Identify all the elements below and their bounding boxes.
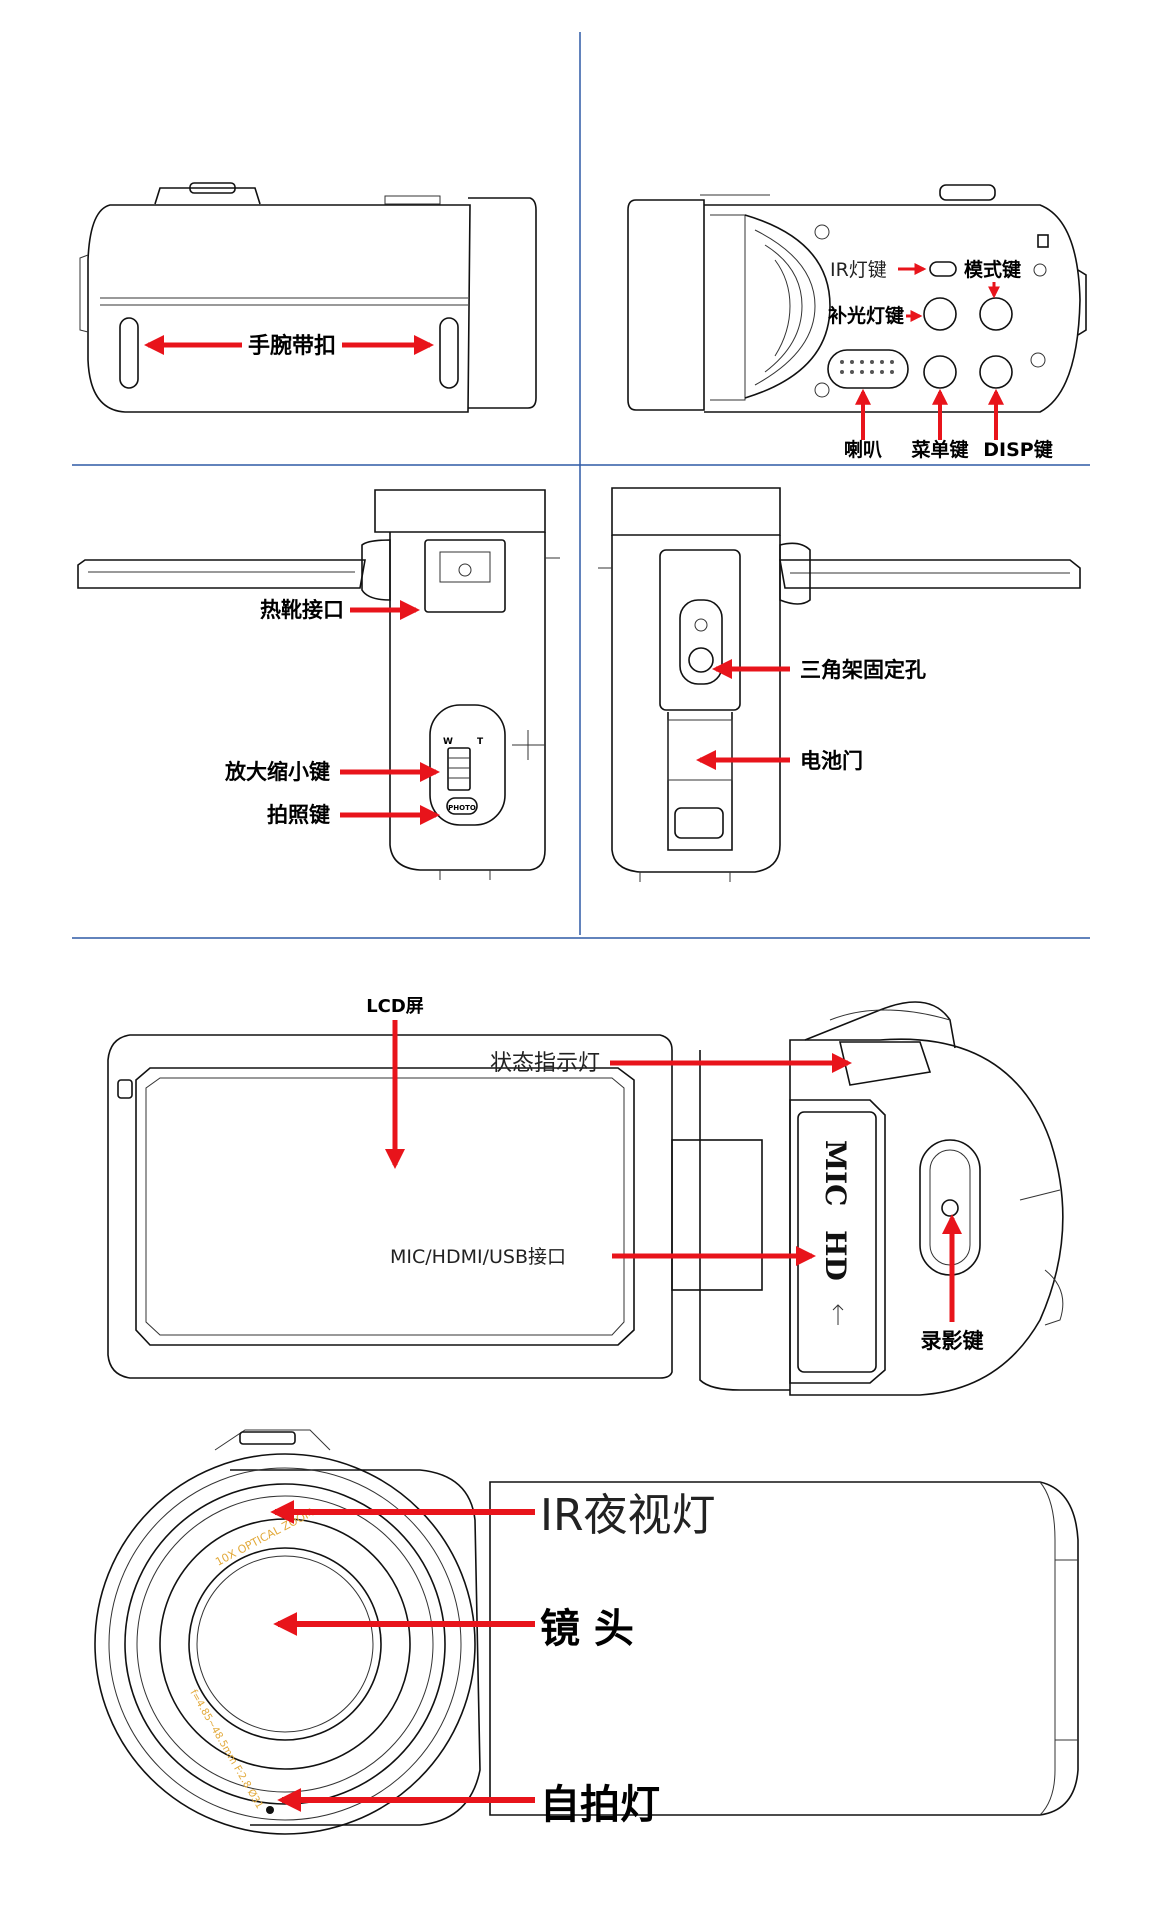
disp-key-shape	[979, 355, 1013, 389]
mode-key-label: 模式键	[964, 258, 1021, 281]
mode-key-shape	[979, 297, 1013, 331]
self-timer-light-label: 自拍灯	[540, 1782, 660, 1828]
top-right-camera-view: IR灯键 模式键 补光灯键 喇叭 菜单键 DISP键	[627, 184, 1087, 461]
mid-left-camera-view: W T PHOTO 热靴接口 放大缩小键 拍照键	[77, 489, 560, 880]
battery-door-label: 电池门	[800, 749, 863, 773]
tripod-hole-shape	[688, 647, 714, 673]
menu-key-shape	[923, 355, 957, 389]
photo-button-text: PHOTO	[448, 804, 476, 812]
tripod-hole-label: 三角架固定孔	[800, 658, 926, 682]
zoom-w-label: W	[443, 737, 453, 747]
front-camera-view: 10X OPTICAL ZOOM f=4.85~48.5mm F:2.8 Ø31…	[94, 1429, 1079, 1835]
ports-label: MIC/HDMI/USB接口	[390, 1246, 566, 1268]
zoom-key-shape	[447, 747, 471, 791]
zoom-t-label: T	[477, 737, 484, 747]
mid-right-camera-view: 三角架固定孔 电池门	[598, 487, 1081, 882]
status-light-shape	[838, 1041, 932, 1086]
fill-light-key-label: 补光灯键	[828, 304, 904, 327]
self-timer-light-dot	[266, 1806, 274, 1814]
lens-label: 镜 头	[540, 1606, 634, 1652]
lens-ring-top-text: 10X OPTICAL ZOOM	[213, 1506, 316, 1569]
top-left-camera-view: 手腕带扣	[79, 182, 537, 413]
record-key-label: 录影键	[921, 1329, 984, 1353]
photo-key-label: 拍照键	[267, 803, 330, 827]
port-mic-text: MIC	[819, 1140, 852, 1206]
port-hd-text: HD	[819, 1230, 852, 1281]
menu-key-label: 菜单键	[910, 438, 968, 461]
hot-shoe-label: 热靴接口	[260, 598, 344, 622]
zoom-key-label: 放大缩小键	[224, 760, 330, 784]
lens-glass	[188, 1547, 382, 1741]
speaker-grill	[827, 349, 909, 389]
ir-key-label: IR灯键	[830, 259, 887, 281]
ir-night-light-label: IR夜视灯	[540, 1490, 716, 1541]
disp-key-label: DISP键	[983, 438, 1052, 461]
speaker-label: 喇叭	[844, 439, 882, 461]
lcd-label: LCD屏	[366, 996, 424, 1017]
photo-key-shape	[446, 797, 478, 815]
grid-dividers	[72, 32, 1090, 939]
status-light-label: 状态指示灯	[490, 1051, 600, 1076]
lens-outer-ring	[94, 1453, 476, 1835]
wrist-strap-label: 手腕带扣	[248, 333, 336, 359]
ir-key-shape	[929, 261, 957, 277]
fill-light-key-shape	[923, 297, 957, 331]
bottom-side-camera-view: MIC HD LCD屏 状态指示灯 MIC/HDMI/USB接口 录影键	[107, 996, 1064, 1396]
